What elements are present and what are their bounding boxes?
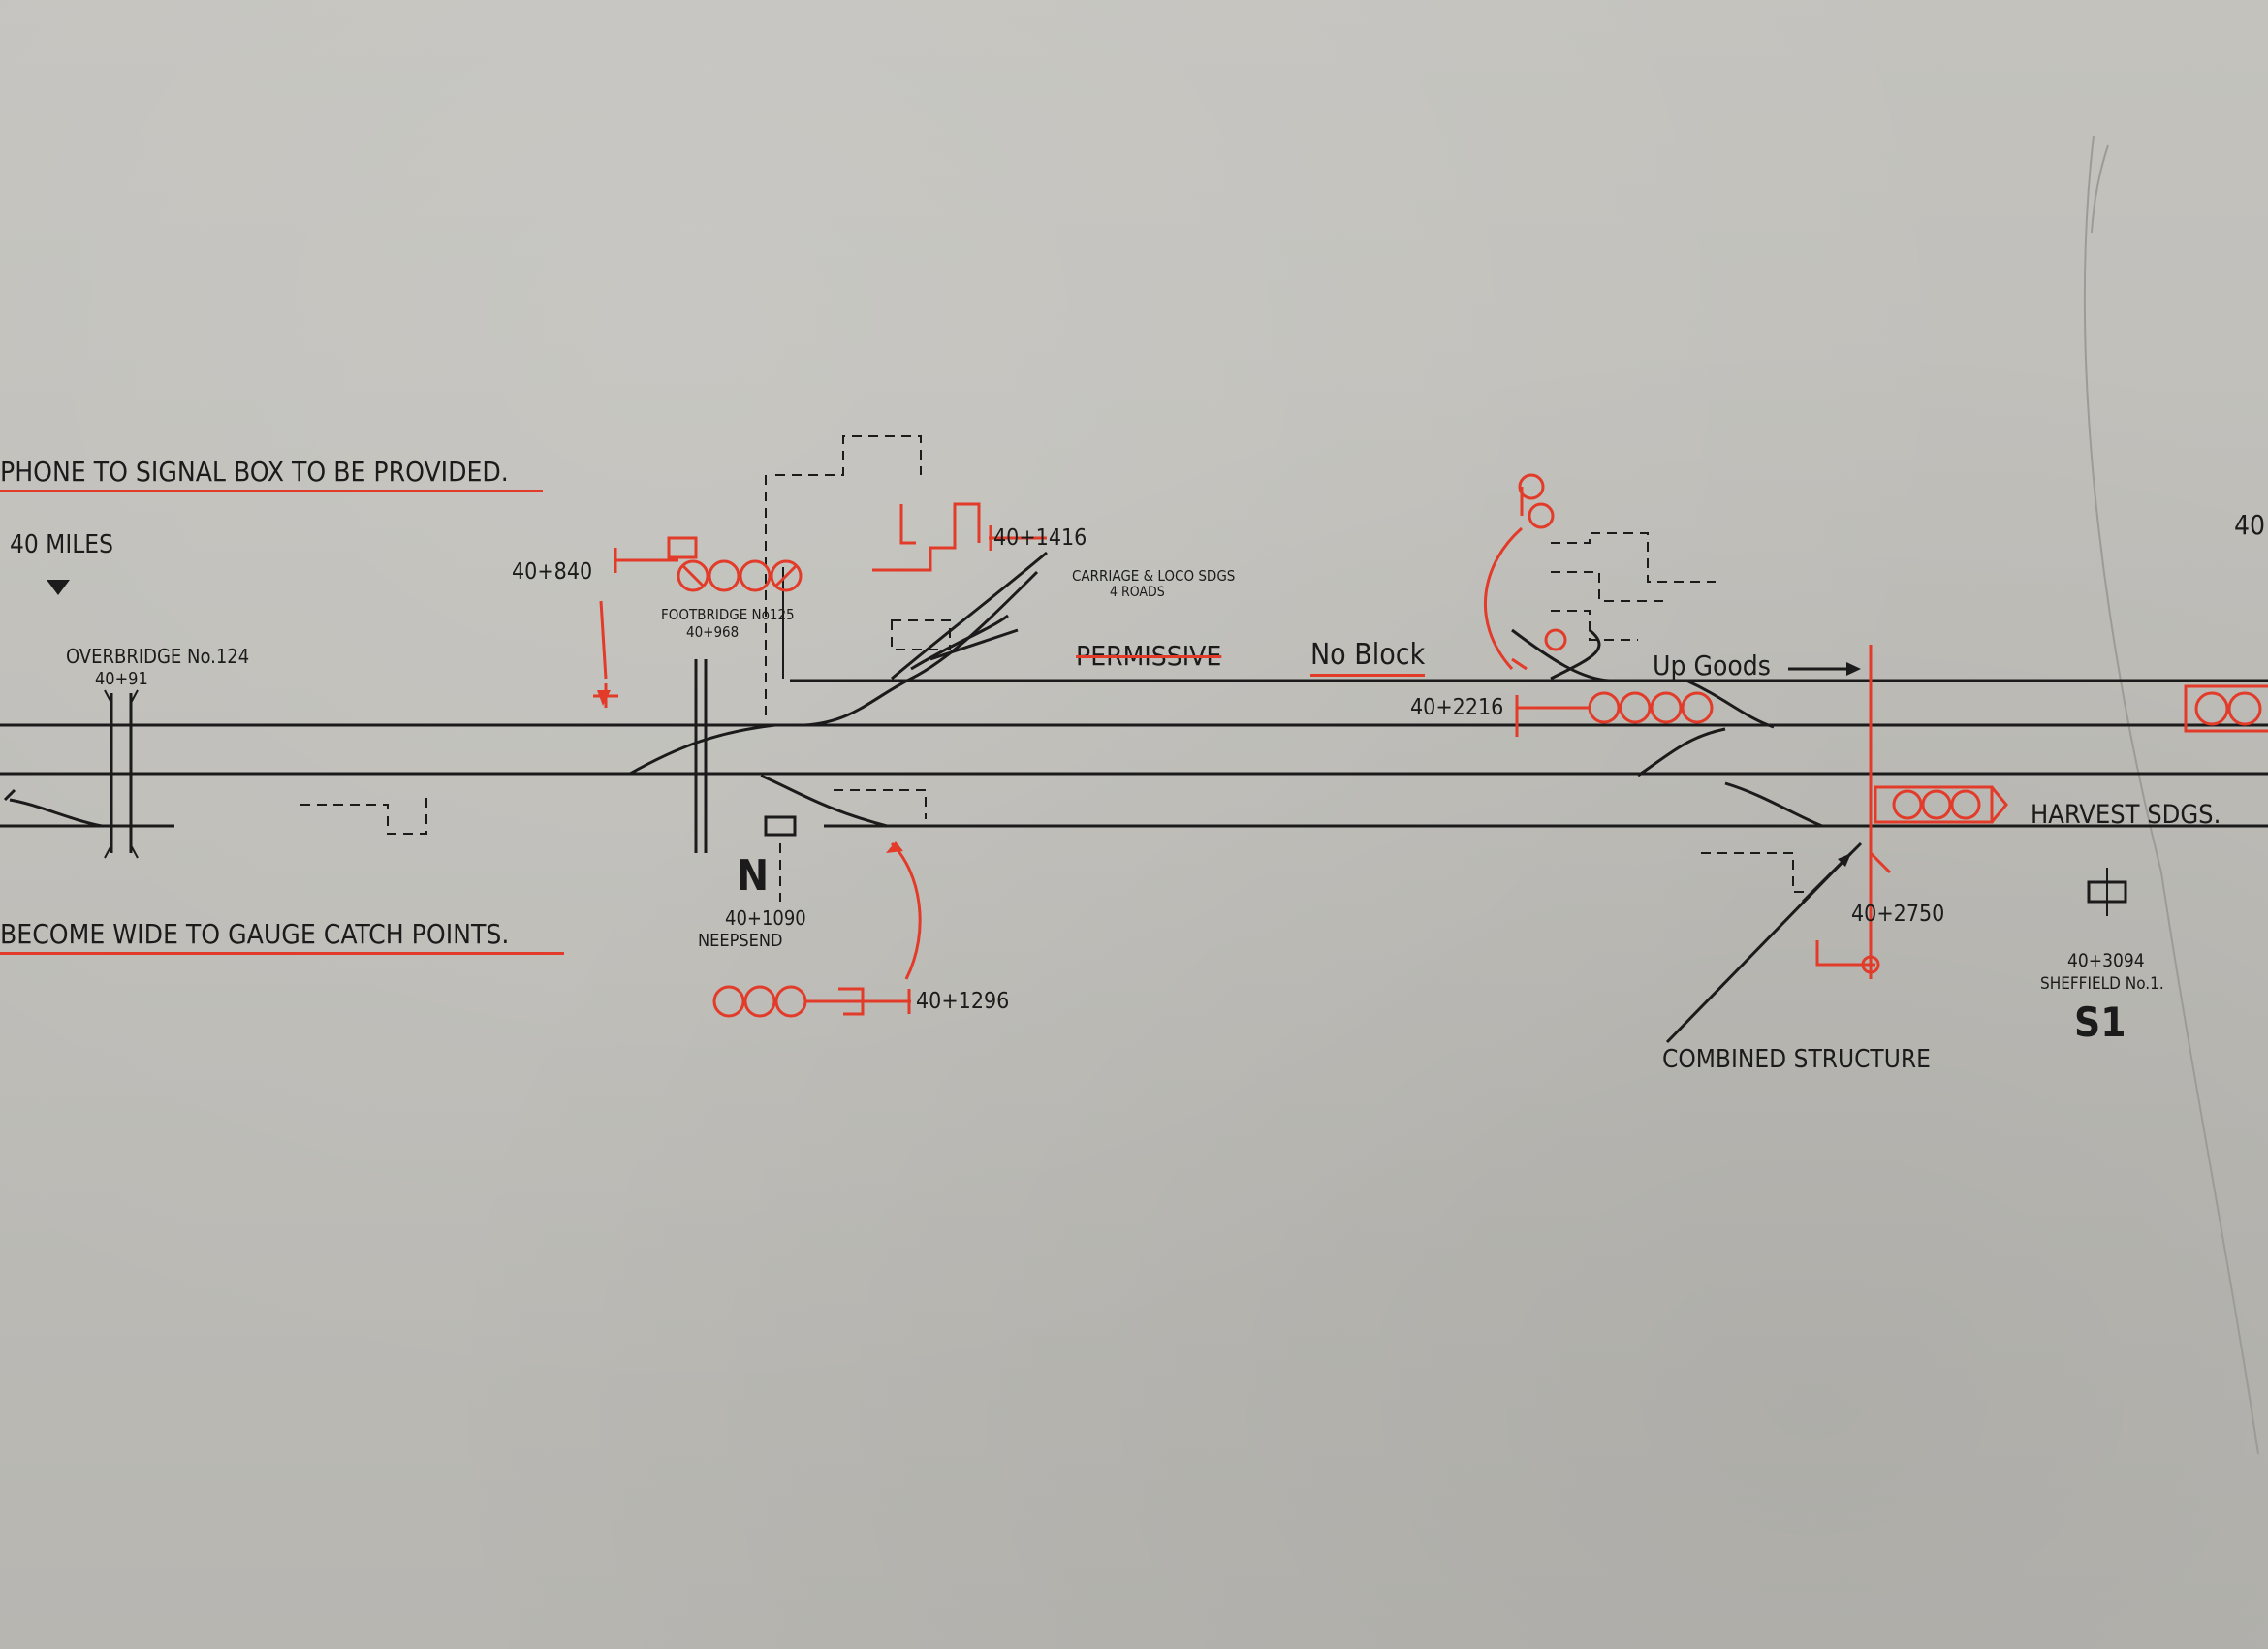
footbridge-label: FOOTBRIDGE No125 (661, 606, 795, 623)
signal-harvest-group (1874, 785, 2008, 824)
sheffield-name: SHEFFIELD No.1. (2040, 974, 2164, 994)
sheffield-mileage: 40+3094 (2067, 950, 2145, 971)
up-goods-arrow (1788, 662, 1861, 676)
overbridge-mileage: 40+91 (95, 669, 148, 689)
pencil-margin-curve (2083, 135, 2259, 1455)
no-block-label: No Block (1310, 638, 1426, 677)
neepsend-mileage: 40+1090 (725, 906, 806, 930)
note-phone: PHONE TO SIGNAL BOX TO BE PROVIDED. (0, 456, 543, 492)
combined-structure-pointers (1665, 841, 1863, 1044)
signal-right-edge (2184, 684, 2268, 733)
combined-structure-label: COMBINED STRUCTURE (1662, 1045, 1931, 1074)
red-arrows (597, 690, 903, 853)
signal-40-2750 (1815, 851, 1892, 974)
milepost-40-miles: 40 MILES (10, 530, 113, 559)
signal-box-s1 (2087, 868, 2127, 916)
overbridge-label: OVERBRIDGE No.124 (66, 645, 250, 668)
sheffield-code: S1 (2074, 999, 2126, 1046)
signal-40-1416 (872, 502, 1047, 572)
signal-mileage-2216: 40+2216 (1410, 695, 1504, 720)
footbridge-no-125 (694, 659, 708, 853)
carriage-sidings-label: CARRIAGE & LOCO SDGS (1072, 567, 1236, 585)
milepost-40-right: 40 (2234, 509, 2266, 541)
signal-40-840 (593, 536, 803, 708)
signal-40-1296 (712, 841, 922, 1018)
signal-40-2216 (1515, 691, 1714, 737)
signal-box-n-letter: N (737, 851, 770, 901)
harvest-sidings-label: HARVEST SDGS. (2031, 800, 2221, 830)
permissive-label: PERMISSIVE (1076, 640, 1222, 672)
signal-mileage-1296: 40+1296 (916, 989, 1010, 1014)
signal-mileage-840: 40+840 (512, 559, 593, 585)
overbridge-no-124 (104, 689, 139, 859)
note-catch-points: BECOME WIDE TO GAUGE CATCH POINTS. (0, 918, 564, 955)
dashed-buildings (300, 435, 1812, 893)
neepsend-name: NEEPSEND (698, 931, 783, 951)
up-goods-label: Up Goods (1653, 650, 1771, 682)
running-lines (0, 679, 2268, 828)
milepost-triangle (47, 580, 70, 595)
signal-mileage-1416: 40+1416 (993, 525, 1087, 551)
carriage-sidings-roads: 4 ROADS (1110, 585, 1165, 600)
junctions (3, 551, 1823, 828)
footbridge-mileage: 40+968 (686, 623, 740, 641)
signal-box-n (764, 815, 797, 902)
signal-mileage-2750: 40+2750 (1851, 902, 1945, 927)
pencil-mark (2091, 144, 2109, 234)
signal-upper-group (1483, 473, 1567, 671)
